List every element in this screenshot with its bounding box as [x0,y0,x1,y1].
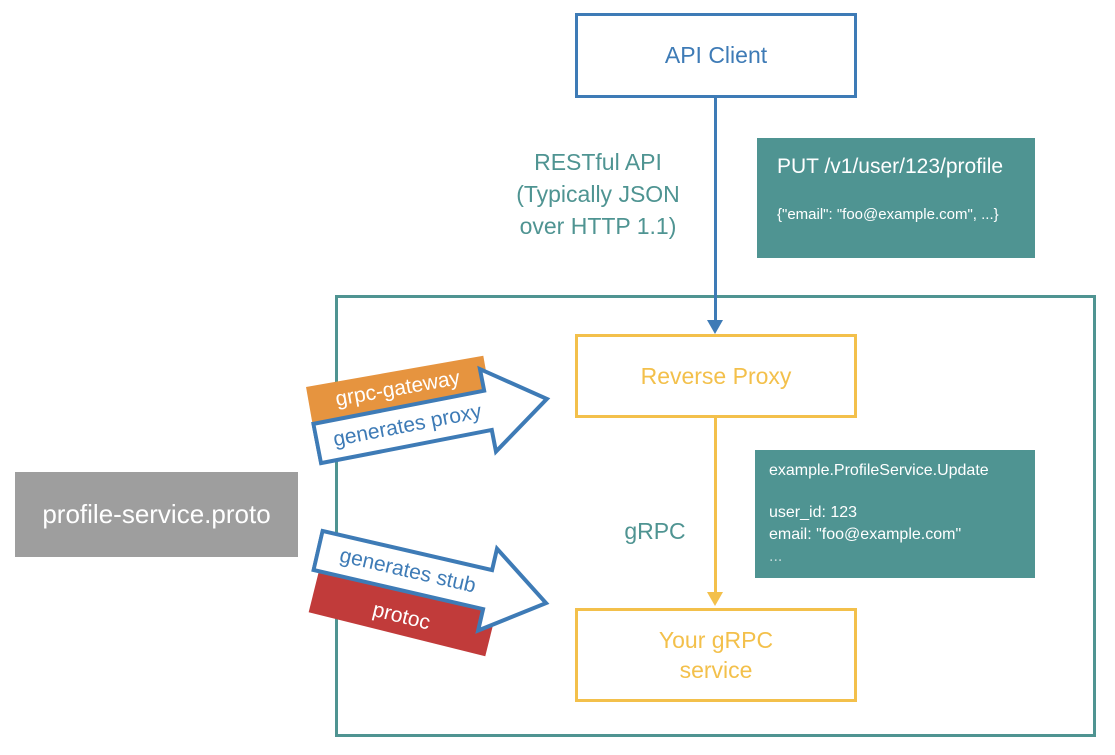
grpc-arrowhead-icon [707,592,723,606]
http-request-body: {"email": "foo@example.com", ...} [777,206,999,223]
grpc-service-line2: service [679,657,753,683]
grpc-request-line3: ... [769,548,783,565]
grpc-request-line1: user_id: 123 [769,504,858,521]
grpc-request-card: example.ProfileService.Update user_id: 1… [755,450,1035,578]
rest-arrowhead-icon [707,320,723,334]
fat-arrow-icon [311,365,551,466]
proto-file-label: profile-service.proto [42,499,271,529]
rest-connector-line [714,98,717,320]
rest-edge-label: RESTful API (Typically JSON over HTTP 1.… [478,146,718,242]
http-request-card: PUT /v1/user/123/profile {"email": "foo@… [757,138,1035,258]
generates-stub-arrow: generates stub [306,505,561,649]
api-client-label: API Client [664,42,768,68]
fat-arrow-icon [311,528,550,634]
reverse-proxy-label: Reverse Proxy [640,362,792,389]
grpc-request-title: example.ProfileService.Update [769,462,989,479]
grpc-service-line1: Your gRPC [658,627,774,653]
rest-edge-line2: (Typically JSON [516,181,680,207]
api-client-box: API Client [575,13,857,98]
grpc-edge-label: gRPC [624,518,686,544]
reverse-proxy-box: Reverse Proxy [575,334,857,418]
rest-edge-line1: RESTful API [534,149,662,175]
rest-edge-line3: over HTTP 1.1) [519,213,677,239]
grpc-request-line2: email: "foo@example.com" [769,526,962,543]
grpc-connector-line [714,418,717,593]
grpc-service-box: Your gRPC service [575,608,857,702]
http-request-title: PUT /v1/user/123/profile [777,155,1004,178]
generates-proxy-arrow: generates proxy [306,353,559,489]
proto-file-box: profile-service.proto [15,472,298,557]
